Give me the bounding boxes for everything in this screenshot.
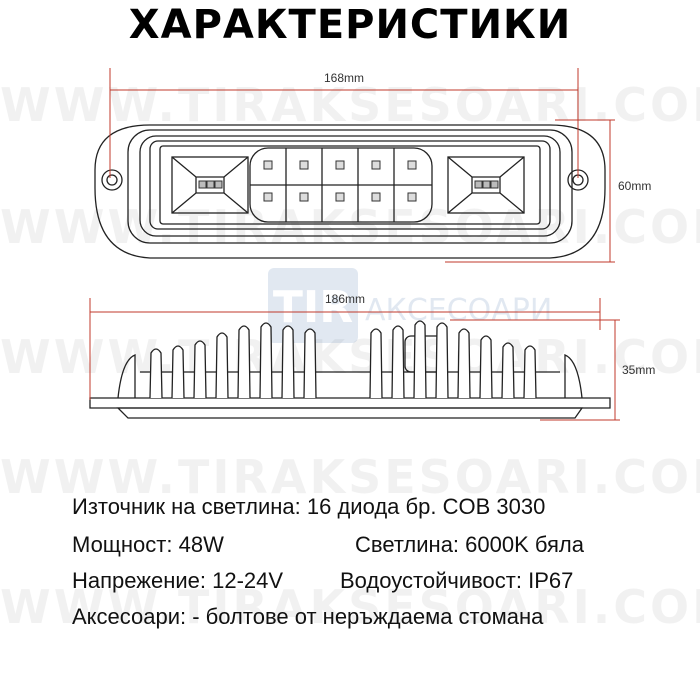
front-view xyxy=(94,124,606,259)
spec-voltage: Напрежение: 12-24V xyxy=(72,568,284,593)
dim-35: 35mm xyxy=(622,363,655,377)
led-chip xyxy=(299,192,309,202)
fin xyxy=(479,335,493,399)
spec-power: Мощност: 48W xyxy=(72,532,224,557)
fin xyxy=(237,325,251,399)
watermark: WWW.TIRAKSESOARI.COM xyxy=(0,78,700,132)
watermark: WWW.TIRAKSESOARI.COM xyxy=(0,330,700,384)
led-chip xyxy=(198,180,207,189)
fin xyxy=(413,320,427,399)
led-chip xyxy=(299,160,309,170)
fin xyxy=(457,328,471,399)
spec-light: Светлина: 6000K бяла xyxy=(355,532,584,557)
watermark: WWW.TIRAKSESOARI.COM xyxy=(0,200,700,254)
led-chip xyxy=(335,192,345,202)
led-chip xyxy=(407,160,417,170)
led-chip xyxy=(263,192,273,202)
fin xyxy=(501,342,515,399)
page-title: ХАРАКТЕРИСТИКИ xyxy=(128,2,572,48)
dim-186: 186mm xyxy=(325,292,365,306)
dim-168: 168mm xyxy=(324,71,364,85)
spec-waterproof: Водоустойчивост: IP67 xyxy=(340,568,574,593)
led-chip xyxy=(371,192,381,202)
heatsink-fins xyxy=(149,320,537,399)
led-chip xyxy=(474,180,483,189)
dimension-lines xyxy=(89,68,620,421)
fin xyxy=(281,325,295,399)
fin xyxy=(259,322,273,399)
fin xyxy=(303,328,317,399)
led-chip xyxy=(206,180,215,189)
fin xyxy=(369,328,383,399)
led-chip xyxy=(214,180,223,189)
fin xyxy=(215,332,229,399)
watermark: WWW.TIRAKSESOARI.COM xyxy=(0,580,700,634)
led-chip xyxy=(482,180,491,189)
led-chip xyxy=(490,180,499,189)
led-chip xyxy=(371,160,381,170)
logo: TIR АКСЕСОАРИ xyxy=(268,268,552,343)
spec-accessories: Аксесоари: - болтове от неръждаема стома… xyxy=(72,604,544,629)
led-chip xyxy=(407,192,417,202)
fin xyxy=(391,325,405,399)
fin xyxy=(435,322,449,399)
led-chip xyxy=(335,160,345,170)
fin xyxy=(149,348,163,399)
led-chip xyxy=(263,160,273,170)
spec-light-source: Източник на светлина: 16 диода бр. COB 3… xyxy=(72,494,546,519)
svg-text:АКСЕСОАРИ: АКСЕСОАРИ xyxy=(365,293,552,328)
svg-text:TIR: TIR xyxy=(273,282,353,333)
dim-60: 60mm xyxy=(618,179,651,193)
fin xyxy=(171,345,185,399)
watermark: WWW.TIRAKSESOARI.COM xyxy=(0,450,700,504)
fin xyxy=(193,340,207,399)
fin xyxy=(523,345,537,399)
led-chips xyxy=(198,160,499,202)
